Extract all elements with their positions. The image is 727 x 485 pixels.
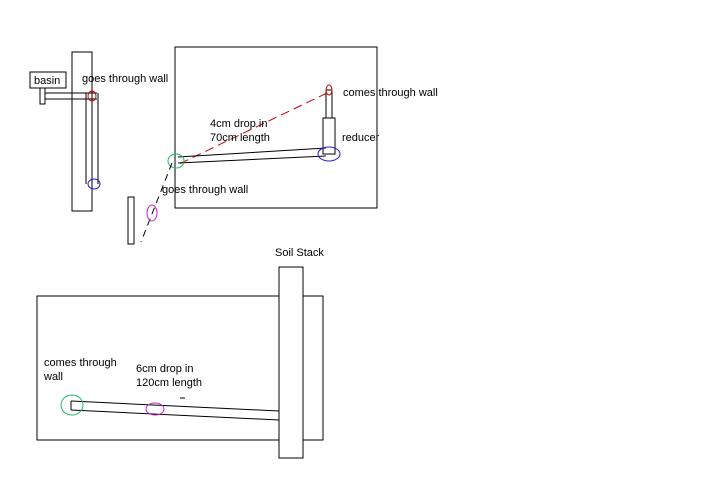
blue-marker-reducer [317,146,341,162]
reducer-label: reducer [342,132,380,144]
top-room [174,46,378,209]
drop-bottom-line2: 120cm length [136,377,202,389]
basin-box [29,71,67,89]
soil-stack [278,266,304,459]
comes-through-wall-bottom-line1: comes through [44,357,117,369]
sloped-pipe-top [177,147,327,158]
black-dashed-connector [140,162,173,243]
bottom-pipe-bottom [70,409,280,421]
drop-bottom-line1: 6cm drop in [136,363,193,375]
bottom-pipe-top [70,400,280,412]
bottom-room [36,295,324,441]
top-left-wall [71,51,93,212]
red-marker-top-left [87,90,97,102]
blue-marker-top-left [87,178,101,190]
middle-wall [127,196,135,245]
green-marker-bottom [60,394,84,416]
reducer-body [322,117,336,155]
goes-through-wall-mid-label: goes through wall [162,184,248,196]
red-marker-top-right [325,84,333,96]
comes-through-wall-top-label: comes through wall [343,87,438,99]
purple-marker-bottom [145,402,165,416]
drop-top-line1: 4cm drop in [210,118,267,130]
reducer-upper [325,89,333,119]
goes-through-wall-top-label: goes through wall [82,73,168,85]
basin-label: basin [34,75,60,87]
sloped-pipe-bottom [177,155,327,164]
basin-outlet [39,87,46,105]
comes-through-wall-bottom-line2: wall [43,371,63,383]
purple-marker-middle [146,204,158,222]
green-marker-top [167,153,185,169]
soil-stack-label: Soil Stack [275,247,324,259]
drop-top-line2: 70cm length [210,132,270,144]
